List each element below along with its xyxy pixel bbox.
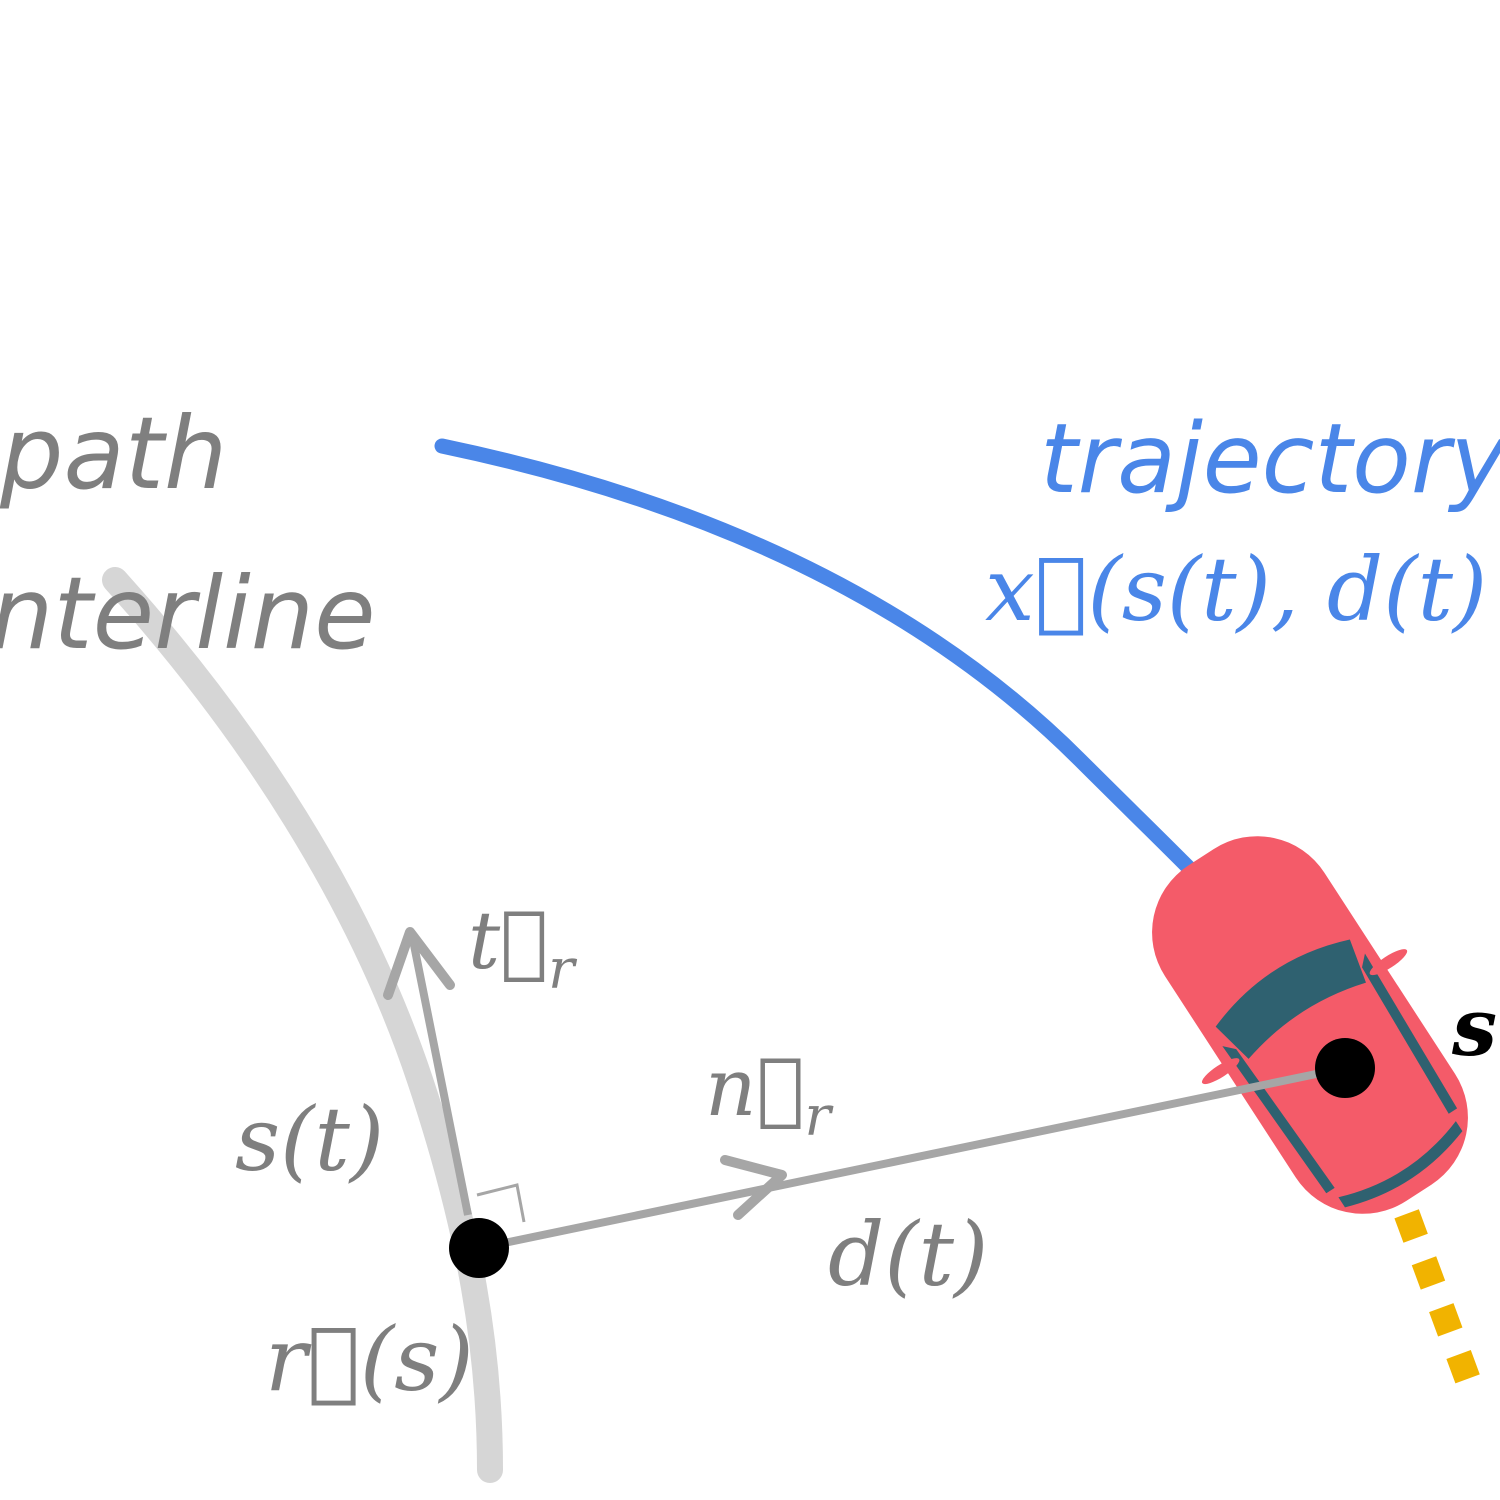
trajectory-formula: x⃗(s(t), d(t) bbox=[985, 538, 1487, 641]
path-label-line2: nterline bbox=[0, 555, 376, 672]
normal-label: n⃗r bbox=[705, 1041, 834, 1148]
car-icon bbox=[1152, 836, 1468, 1214]
right-angle-marker bbox=[476, 1183, 526, 1223]
reference-point-label: r⃗(s) bbox=[265, 1308, 474, 1411]
tangent-label: t⃗r bbox=[468, 894, 577, 1001]
normal-arrow-head bbox=[720, 1155, 787, 1220]
path-centerline bbox=[102, 567, 503, 1483]
arc-length-label: s(t) bbox=[235, 1088, 384, 1191]
path-label-line1: path bbox=[0, 395, 227, 512]
tangent-vector bbox=[408, 934, 472, 1216]
trajectory-label: trajectory bbox=[1040, 403, 1500, 515]
vehicle-point bbox=[1315, 1038, 1375, 1098]
tangent-arrow-head bbox=[383, 927, 455, 1000]
lateral-offset-line bbox=[479, 1064, 1346, 1252]
lateral-offset-label: d(t) bbox=[828, 1203, 988, 1306]
reference-point bbox=[449, 1218, 509, 1278]
vehicle-s-label: s bbox=[1451, 980, 1497, 1074]
